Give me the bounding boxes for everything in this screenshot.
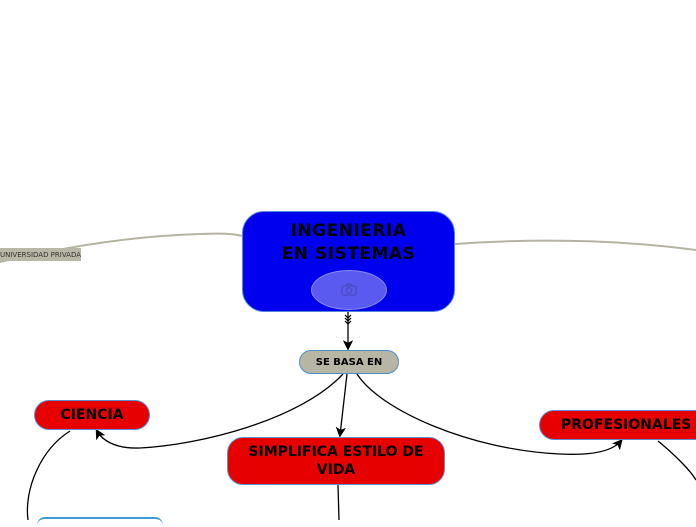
connector-text: SE BASA EN	[315, 356, 383, 368]
partial-node-bottom-left[interactable]	[37, 517, 163, 527]
central-topic-title-line1: INGENIERIA	[290, 221, 407, 241]
image-placeholder[interactable]	[310, 270, 387, 310]
central-topic-node[interactable]: INGENIERIA EN SISTEMAS	[242, 211, 455, 312]
central-topic-title-line2: EN SISTEMAS	[281, 244, 416, 264]
camera-icon	[340, 281, 357, 300]
connector-se-basa-en[interactable]: SE BASA EN	[299, 350, 399, 374]
branch-ciencia[interactable]: CIENCIA	[34, 400, 150, 430]
branch-label: PROFESIONALES	[561, 417, 692, 433]
branch-label: CIENCIA	[60, 407, 124, 423]
branch-label: SIMPLIFICA ESTILO DE VIDA	[248, 444, 424, 478]
branch-simplifica-estilo-de-vida[interactable]: SIMPLIFICA ESTILO DE VIDA	[227, 437, 445, 485]
floating-label-universidad-privada[interactable]: UNIVERSIDAD PRIVADA	[0, 248, 81, 261]
floating-label-text: UNIVERSIDAD PRIVADA	[0, 250, 82, 259]
branch-profesionales[interactable]: PROFESIONALES	[539, 410, 696, 440]
